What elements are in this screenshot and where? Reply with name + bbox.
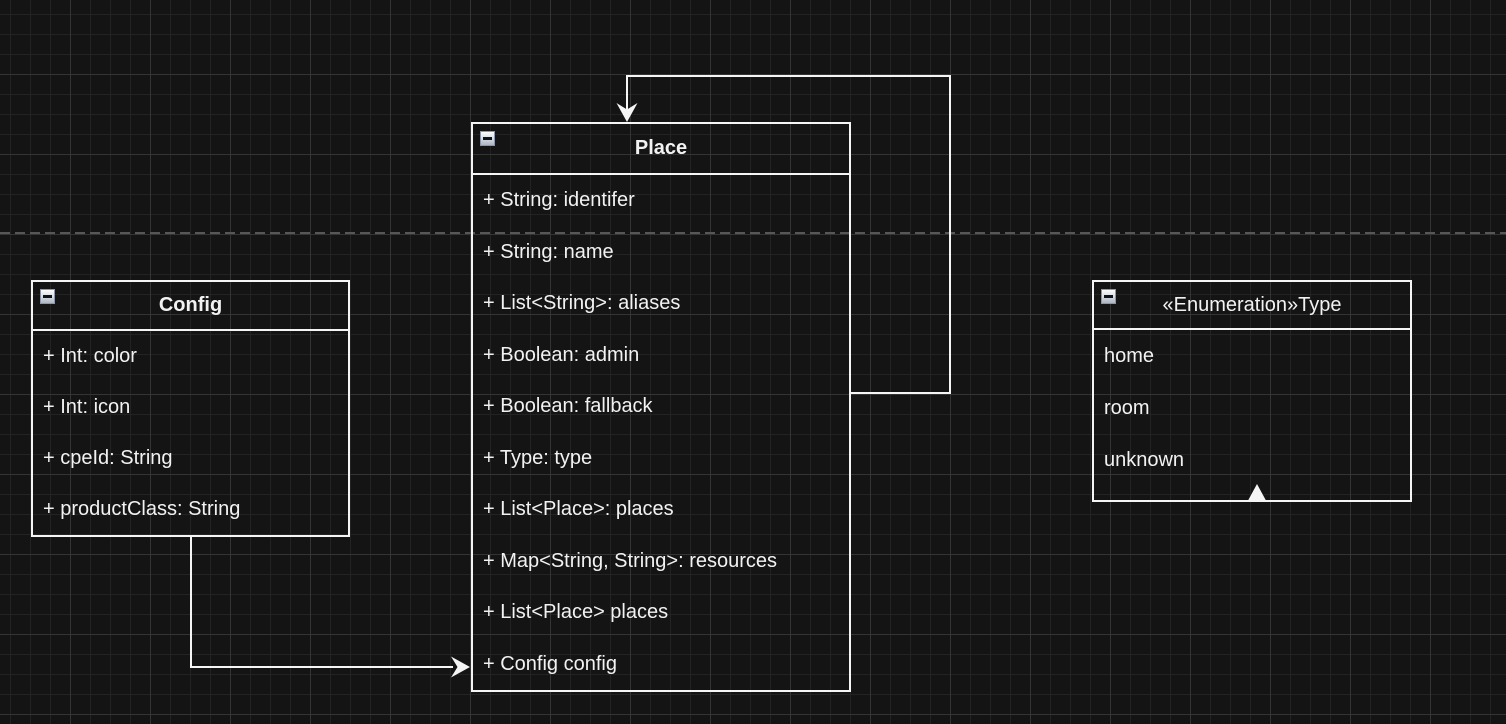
class-attributes: + String: identifer + String: name + Lis…: [473, 175, 849, 690]
class-header: Place: [473, 124, 849, 175]
uml-class-config[interactable]: Config + Int: color + Int: icon + cpeId:…: [31, 280, 350, 537]
arrowhead-right-icon: [451, 656, 470, 678]
attribute-row[interactable]: + Int: icon: [43, 396, 131, 418]
enum-value-row[interactable]: room: [1104, 396, 1150, 419]
enum-value-row[interactable]: unknown: [1104, 448, 1185, 471]
class-attributes: + Int: color + Int: icon + cpeId: String…: [33, 331, 348, 535]
class-header: «Enumeration»Type: [1094, 282, 1410, 330]
class-header: Config: [33, 282, 348, 331]
class-attributes: home room unknown: [1094, 330, 1410, 500]
attribute-row[interactable]: + Boolean: admin: [483, 343, 640, 366]
collapse-minus-icon[interactable]: [40, 289, 55, 304]
attribute-row[interactable]: + Type: type: [483, 446, 593, 469]
minus-icon: [1104, 295, 1113, 298]
collapse-minus-icon[interactable]: [480, 131, 495, 146]
connector-config-to-place[interactable]: [190, 537, 470, 678]
enum-value-row[interactable]: home: [1104, 344, 1155, 367]
arrowhead-down-icon: [616, 103, 638, 122]
attribute-row[interactable]: + Config config: [483, 652, 617, 675]
attribute-row[interactable]: + String: name: [483, 240, 614, 263]
minus-icon: [43, 295, 52, 298]
uml-class-place[interactable]: Place + String: identifer + String: name…: [471, 122, 851, 692]
uml-class-enumeration-type[interactable]: «Enumeration»Type home room unknown: [1092, 280, 1412, 502]
attribute-row[interactable]: + Boolean: fallback: [483, 395, 653, 418]
class-title: «Enumeration»Type: [1162, 293, 1342, 316]
attribute-row[interactable]: + List<Place> places: [483, 601, 669, 624]
attribute-row[interactable]: + cpeId: String: [43, 447, 173, 469]
class-title: Place: [634, 137, 688, 159]
class-title: Config: [158, 294, 223, 316]
attribute-row[interactable]: + List<String>: aliases: [483, 292, 681, 315]
attribute-row[interactable]: + Int: color: [43, 345, 137, 367]
attribute-row[interactable]: + List<Place>: places: [483, 498, 674, 521]
minus-icon: [483, 137, 492, 140]
attribute-row[interactable]: + String: identifer: [483, 189, 635, 212]
attribute-row[interactable]: + Map<String, String>: resources: [483, 549, 778, 572]
attribute-row[interactable]: + productClass: String: [43, 498, 241, 520]
collapse-minus-icon[interactable]: [1101, 289, 1116, 304]
